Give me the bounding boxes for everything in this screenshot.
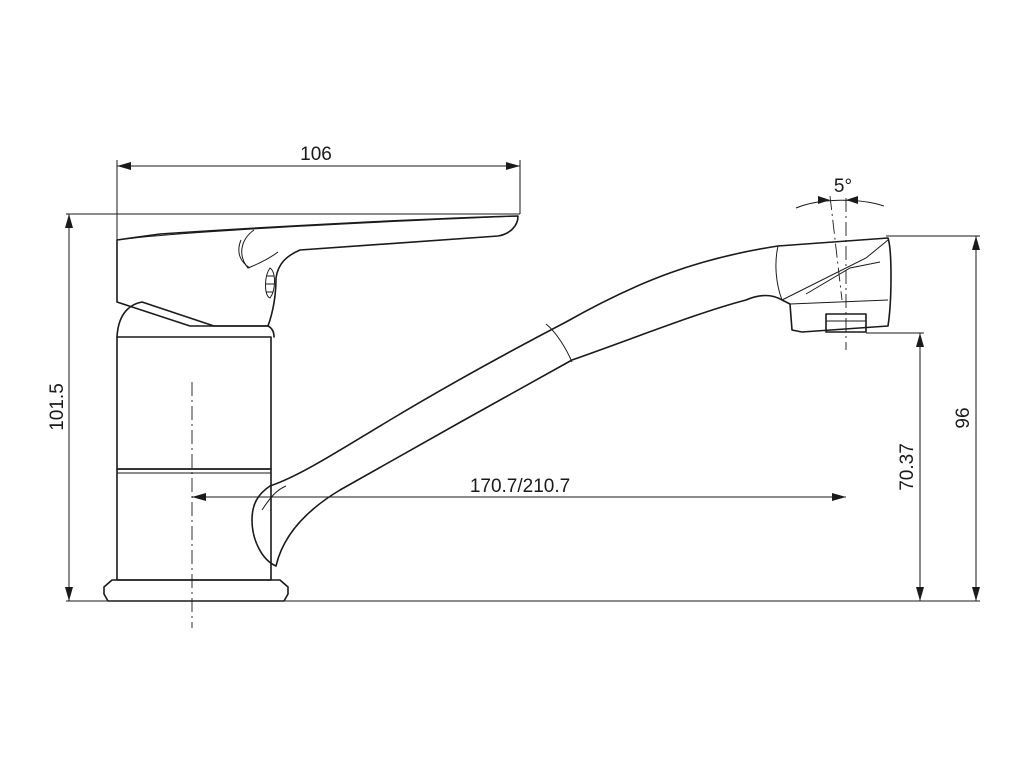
faucet-outline	[103, 215, 892, 602]
dim-label-aerator-height: 70.37	[897, 443, 918, 491]
faucet-body-upper	[116, 336, 272, 470]
cartridge-dome	[116, 301, 275, 338]
dim-label-handle-length: 106	[300, 144, 332, 165]
dimension-lines	[65, 160, 980, 602]
swivel-spout	[251, 237, 892, 567]
lever-handle	[116, 215, 519, 327]
dim-label-spout-height: 96	[953, 407, 974, 428]
dim-label-spout-angle: 5°	[834, 176, 852, 197]
dim-arc-spout-angle	[795, 199, 885, 209]
angle-reference-line	[829, 195, 843, 301]
dim-label-total-height: 101.5	[47, 383, 68, 431]
faucet-base-plate	[103, 579, 289, 602]
dim-label-spout-reach: 170.7/210.7	[470, 476, 570, 497]
faucet-body-lower	[116, 468, 272, 581]
